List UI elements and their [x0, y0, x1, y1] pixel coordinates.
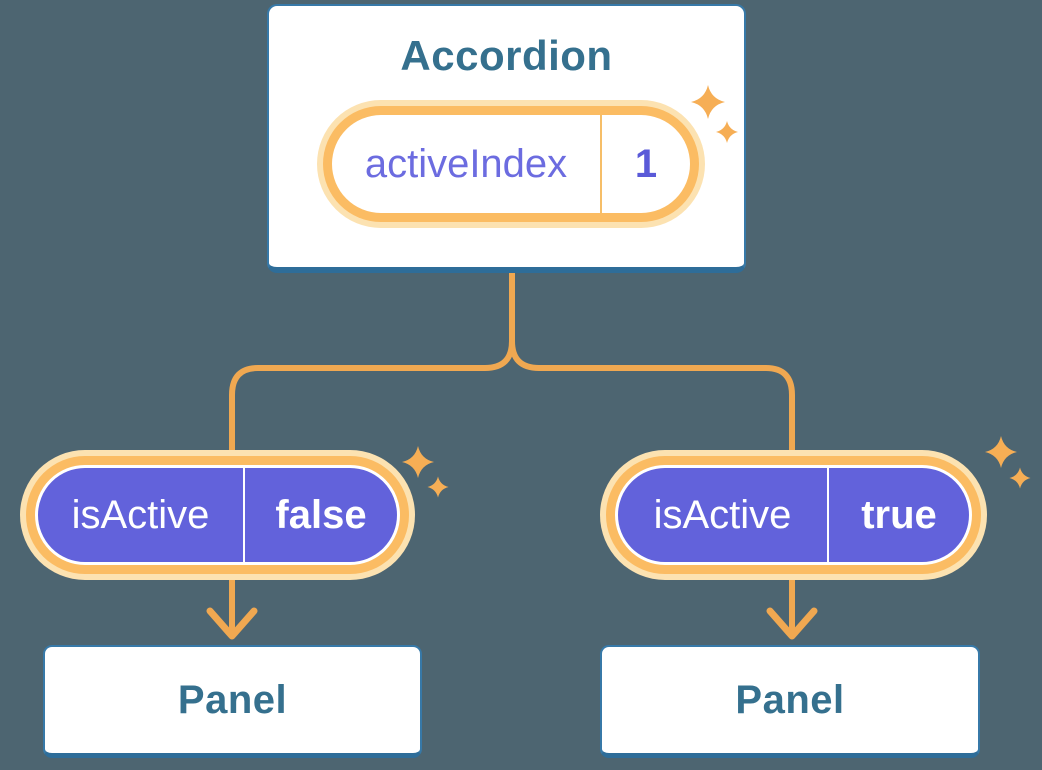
connector-right-branch: [509, 273, 795, 634]
component-title: Accordion: [400, 32, 613, 79]
prop-value: false: [275, 492, 367, 537]
prop-name: isActive: [653, 492, 792, 537]
panel-component-box: Panel: [43, 645, 422, 758]
prop-name: isActive: [71, 492, 210, 537]
arrow-down-icon: [206, 607, 258, 640]
state-pill-activeindex: activeIndex 1: [317, 100, 705, 228]
prop-value: true: [861, 492, 937, 537]
component-title: Panel: [177, 677, 288, 722]
prop-pill-isactive-left: isActive false: [20, 450, 415, 580]
pill-ring: activeIndex 1: [323, 106, 699, 222]
pill-ring: isActive true: [606, 456, 981, 574]
pill-ring: isActive false: [26, 456, 409, 574]
pill-divider: [827, 468, 829, 562]
state-value: 1: [634, 141, 658, 186]
state-name: activeIndex: [364, 141, 568, 186]
pill-divider: [243, 468, 245, 562]
panel-component-box: Panel: [600, 645, 980, 758]
pill-divider: [600, 115, 602, 213]
prop-pill-isactive-right: isActive true: [600, 450, 987, 580]
component-title: Panel: [735, 677, 845, 722]
arrow-down-icon: [766, 607, 818, 640]
